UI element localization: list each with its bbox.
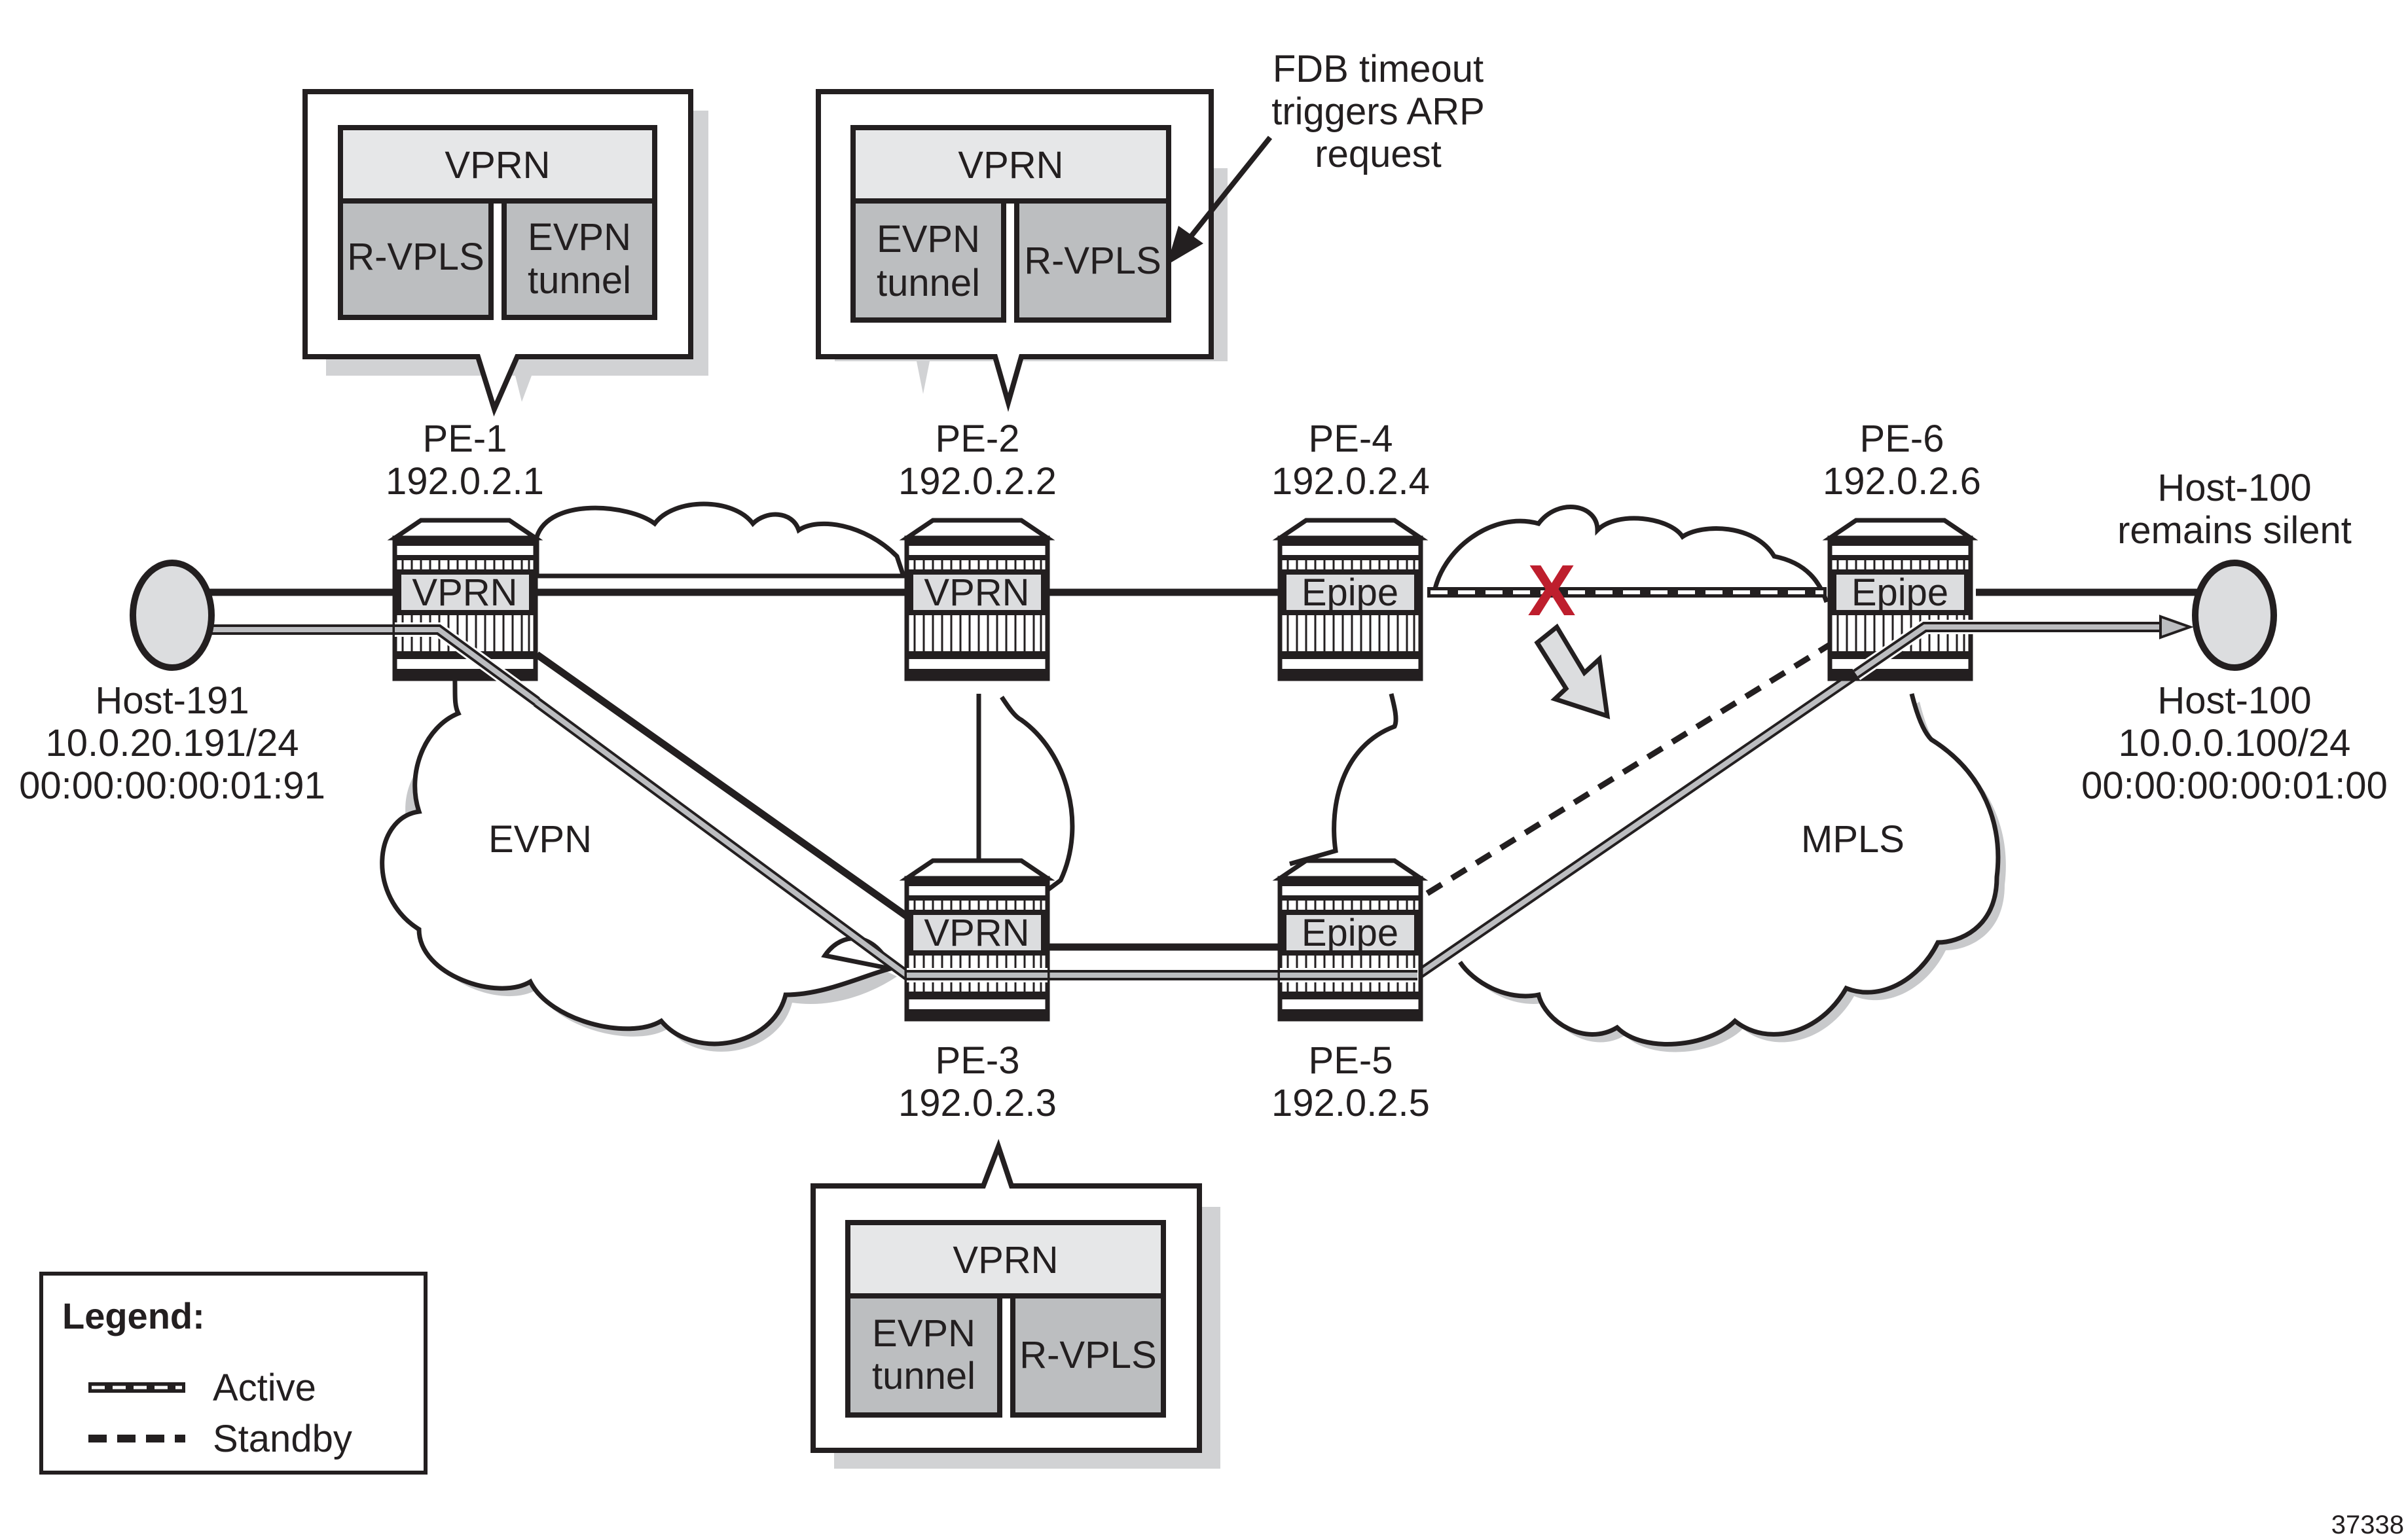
host-100[interactable] xyxy=(2192,560,2277,671)
annotation-arrow-icon xyxy=(1167,226,1203,265)
callout-pe-3-left-line2: tunnel xyxy=(872,1355,975,1397)
router-name-pe-4: PE-4 xyxy=(1309,418,1393,460)
legend-label-active: Active xyxy=(213,1367,316,1409)
legend: Legend: Active Standby xyxy=(39,1272,428,1475)
legend-title: Legend: xyxy=(62,1295,205,1336)
router-pe-4[interactable]: Epipe xyxy=(1280,520,1421,679)
cloud-mpls: MPLS xyxy=(1458,693,2006,1052)
standby-path-pe5-pe6 xyxy=(1425,642,1832,896)
router-ip-pe-6: 192.0.2.6 xyxy=(1823,460,1981,503)
callout-pe-1-right-line1: EVPN xyxy=(528,216,631,259)
cloud-middle xyxy=(1000,693,1398,892)
host-191-ip: 10.0.20.191/24 xyxy=(45,722,299,764)
cloud-label-evpn: EVPN xyxy=(488,818,592,861)
router-name-pe-1: PE-1 xyxy=(423,418,507,460)
callout-pe-2-header: VPRN xyxy=(958,144,1063,187)
host-100-note-line1: Host-100 xyxy=(2157,467,2311,509)
router-ip-pe-4: 192.0.2.4 xyxy=(1271,460,1430,503)
cloud-top-left xyxy=(534,501,907,579)
callout-pe-1-right-line2: tunnel xyxy=(528,259,631,302)
annotation-fdb-timeout: FDB timeout triggers ARP request xyxy=(1167,48,1485,265)
callout-pe-3: VPRN EVPN tunnel R-VPLS xyxy=(811,1139,1220,1469)
failure-x-icon: X xyxy=(1527,550,1575,631)
callout-pe-2: VPRN EVPN tunnel R-VPLS xyxy=(816,89,1228,412)
host-100-name: Host-100 xyxy=(2157,679,2311,722)
host-191[interactable] xyxy=(130,560,215,671)
router-pe-5[interactable]: Epipe xyxy=(1280,861,1421,1019)
router-name-pe-3: PE-3 xyxy=(936,1039,1020,1082)
host-100-ip: 10.0.0.100/24 xyxy=(2119,722,2351,764)
router-service-label: Epipe xyxy=(1302,571,1398,614)
router-service-label: VPRN xyxy=(924,571,1029,614)
annotation-line-1: FDB timeout xyxy=(1273,48,1484,90)
router-service-label: Epipe xyxy=(1302,912,1398,954)
host-191-mac: 00:00:00:00:01:91 xyxy=(19,764,325,807)
active-path-overlay xyxy=(395,620,1976,982)
host-191-name: Host-191 xyxy=(95,679,249,722)
callout-pe-1-header: VPRN xyxy=(445,144,550,187)
annotation-line-3: request xyxy=(1315,133,1441,175)
callout-pe-3-left-line1: EVPN xyxy=(872,1312,975,1355)
annotation-line-2: triggers ARP xyxy=(1271,90,1485,133)
router-service-label: VPRN xyxy=(412,571,517,614)
router-ip-pe-1: 192.0.2.1 xyxy=(386,460,544,503)
router-name-pe-2: PE-2 xyxy=(936,418,1020,460)
callout-pe-1-left-line1: R-VPLS xyxy=(347,236,484,278)
cloud-label-mpls: MPLS xyxy=(1801,818,1905,861)
link-pe1-pe3 xyxy=(534,651,909,920)
router-pe-6[interactable]: Epipe xyxy=(1830,520,1971,679)
callout-pe-2-right-line1: R-VPLS xyxy=(1024,240,1161,282)
links xyxy=(193,588,2200,951)
router-service-label: VPRN xyxy=(924,912,1029,954)
callout-pe-2-left-line1: EVPN xyxy=(877,218,980,260)
router-pe-2[interactable]: VPRN xyxy=(907,520,1048,679)
router-name-pe-6: PE-6 xyxy=(1860,418,1944,460)
router-ip-pe-3: 192.0.2.3 xyxy=(898,1082,1057,1124)
callout-pe-3-right-line1: R-VPLS xyxy=(1019,1334,1157,1376)
router-name-pe-5: PE-5 xyxy=(1309,1039,1393,1082)
host-100-mac: 00:00:00:00:01:00 xyxy=(2081,764,2388,807)
callout-pe-2-left-line2: tunnel xyxy=(877,262,980,304)
host-100-note-line2: remains silent xyxy=(2117,509,2352,552)
callout-pe-1: VPRN R-VPLS EVPN tunnel xyxy=(302,89,708,417)
arrow-head-icon xyxy=(2159,615,2194,639)
router-pe-3[interactable]: VPRN xyxy=(907,861,1048,1019)
figure-id: 37338 xyxy=(2331,1511,2404,1539)
switchover-arrow-icon xyxy=(1534,623,1611,720)
cloud-top-right xyxy=(1431,505,1829,603)
router-service-label: Epipe xyxy=(1851,571,1948,614)
router-ip-pe-5: 192.0.2.5 xyxy=(1271,1082,1430,1124)
router-ip-pe-2: 192.0.2.2 xyxy=(898,460,1057,503)
legend-label-standby: Standby xyxy=(213,1418,352,1460)
router-pe-1[interactable]: VPRN xyxy=(395,520,536,679)
cloud-evpn: EVPN xyxy=(380,654,897,1052)
callout-pe-3-header: VPRN xyxy=(953,1239,1058,1281)
